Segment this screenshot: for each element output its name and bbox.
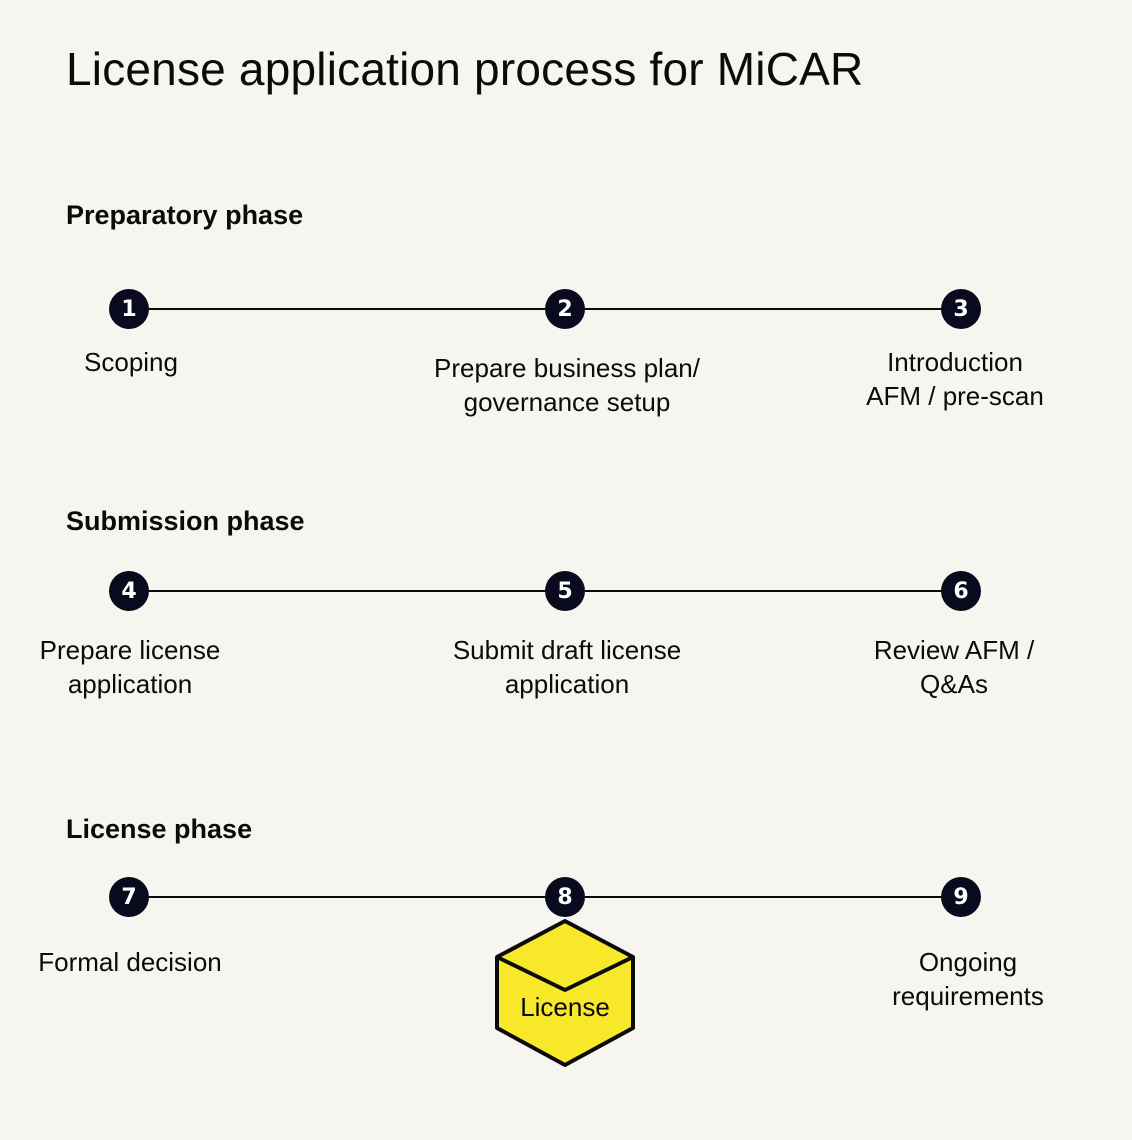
step-node-9: 9 bbox=[941, 877, 981, 917]
cube-top-edge bbox=[496, 955, 634, 992]
step-label-3: Introduction AFM / pre-scan bbox=[866, 345, 1044, 413]
step-label-4-line-1: Prepare license bbox=[39, 635, 221, 665]
phase-title-license: License phase bbox=[66, 814, 253, 844]
step-label-2-line-1: Prepare business plan/ bbox=[434, 353, 700, 383]
step-label-6-line-2: Q&As bbox=[920, 669, 988, 699]
step-node-3: 3 bbox=[941, 289, 981, 329]
step-label-9-line-1: Ongoing bbox=[918, 947, 1018, 977]
step-label-3-line-1: Introduction bbox=[887, 347, 1023, 377]
step-label-5-line-2: application bbox=[504, 669, 630, 699]
step-label-2: Prepare business plan/ governance setup bbox=[434, 351, 700, 419]
step-node-1: 1 bbox=[109, 289, 149, 329]
step-label-7-line-1: Formal decision bbox=[38, 947, 222, 977]
phase-title-submission: Submission phase bbox=[66, 506, 305, 536]
step-node-6: 6 bbox=[941, 571, 981, 611]
page-title: License application process for MiCAR bbox=[66, 43, 864, 95]
step-label-5: Submit draft license application bbox=[453, 633, 681, 701]
step-label-4-line-2: application bbox=[67, 669, 193, 699]
step-node-2: 2 bbox=[545, 289, 585, 329]
step-node-5: 5 bbox=[545, 571, 585, 611]
step-node-7: 7 bbox=[109, 877, 149, 917]
step-label-1-line-1: Scoping bbox=[84, 347, 178, 377]
step-label-9: Ongoing requirements bbox=[892, 945, 1044, 1013]
step-label-2-line-2: governance setup bbox=[463, 387, 671, 417]
step-label-1: Scoping bbox=[84, 345, 178, 379]
phase-title-preparatory: Preparatory phase bbox=[66, 200, 304, 230]
step-label-6: Review AFM / Q&As bbox=[874, 633, 1034, 701]
step-label-6-line-1: Review AFM / bbox=[873, 635, 1035, 665]
step-label-4: Prepare license application bbox=[40, 633, 221, 701]
step-node-8: 8 bbox=[545, 877, 585, 917]
step-label-7: Formal decision bbox=[38, 945, 222, 979]
cube-icon bbox=[495, 919, 635, 1067]
step-label-3-line-2: AFM / pre-scan bbox=[866, 381, 1044, 411]
step-label-9-line-2: requirements bbox=[892, 981, 1044, 1011]
license-badge-label: License bbox=[520, 992, 610, 1022]
step-label-5-line-1: Submit draft license bbox=[452, 635, 682, 665]
step-node-4: 4 bbox=[109, 571, 149, 611]
